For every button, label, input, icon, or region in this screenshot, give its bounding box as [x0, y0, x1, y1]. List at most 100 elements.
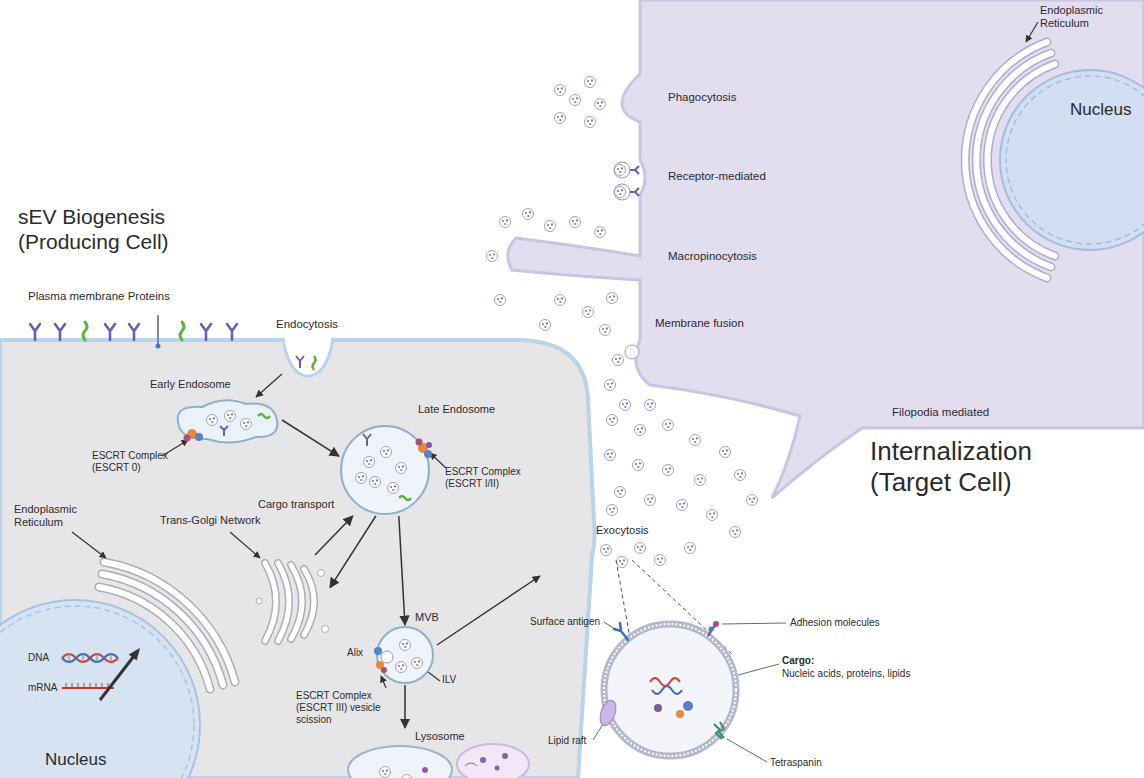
organelle-label: Nucleus [1070, 100, 1131, 120]
pointer-lines-part [1026, 22, 1038, 42]
vesicle-detail-shape-part [650, 678, 680, 686]
organelle-shape-part [322, 626, 329, 633]
organelle-shape-part [348, 746, 452, 778]
vesicle-cloud-part [585, 77, 596, 88]
organelle-shape-part [396, 463, 407, 474]
edge-label: Cargo transport [258, 498, 334, 511]
organelle: Early Endosome [172, 392, 282, 448]
organelle-shape-part [402, 775, 413, 778]
organelle-shape [375, 625, 435, 685]
callout-label: Exocytosis [596, 524, 649, 537]
vesicle-detail-shape-part [708, 625, 715, 636]
receptor-vesicles-part [615, 165, 626, 176]
callout-label: Alix [347, 647, 363, 659]
organelle-shape-part [380, 767, 391, 778]
nucleus-shape-part [62, 687, 114, 689]
vesicle-cloud-part [607, 505, 618, 516]
vesicle-cloud-part [645, 400, 656, 411]
vesicle-detail-shape-part [654, 704, 662, 712]
organelle-shape-part [465, 763, 477, 766]
vesicle-cloud-part [635, 543, 646, 554]
organelle-shape-part [256, 598, 262, 604]
vesicle-cloud [487, 77, 758, 568]
cargo-label: Nucleic acids, proteins, lipids [782, 668, 910, 680]
leader-lines [593, 622, 786, 762]
organelle-shape-part [207, 415, 218, 426]
vesicle-detail-shape-part [604, 624, 736, 756]
vesicle-cloud-part [633, 460, 644, 471]
vesicle-cloud-part [555, 85, 566, 96]
organelle-shape-part [356, 473, 367, 484]
callout-label: Receptor-mediated [668, 170, 766, 184]
organelle-shape-part [341, 426, 429, 514]
fusing-vesicle [625, 345, 639, 359]
organelle-shape-part [399, 496, 411, 500]
callout-label: Membrane fusion [655, 317, 744, 331]
vesicle-cloud-part [695, 475, 706, 486]
vesicle-cloud-part [635, 425, 646, 436]
organelle-shape-part [195, 433, 203, 441]
callout-label: Macropinocytosis [668, 250, 757, 264]
vesicle-cloud-part [540, 320, 551, 331]
cell-title: Internalization (Target Cell) [870, 436, 1110, 498]
vesicle-detail-shape-part [714, 722, 724, 739]
vesicle-cloud-part [615, 487, 626, 498]
pointer-lines-part [430, 453, 446, 468]
membrane-proteins-part [30, 324, 237, 340]
vesicle-cloud-part [555, 113, 566, 124]
receptor-vesicles-part [630, 166, 639, 196]
membrane-proteins-part [156, 344, 161, 349]
vesicle-detail-shape-part [713, 621, 719, 627]
organelle-shape-part [388, 483, 399, 494]
vesicle-cloud-part [585, 117, 596, 128]
vesicle-cloud-part [720, 447, 731, 458]
connector-arrow [330, 516, 376, 588]
nucleus-shape-part [1006, 76, 1144, 244]
endocytosis-pit-part [296, 356, 304, 368]
vesicle-cloud-part [747, 495, 758, 506]
cell-region: Internalization (Target Cell) Nucleus [500, 0, 1144, 520]
callout-label: Endocytosis [276, 318, 338, 332]
callout-label: ESCRT Complex (ESCRT 0) [92, 450, 174, 474]
organelle: Lysosome [345, 728, 530, 778]
connector-arrow [404, 685, 406, 728]
vesicle-cloud-part [707, 510, 718, 521]
organelle-shape-part [416, 439, 423, 446]
nucleus-shape-part [1000, 70, 1144, 250]
organelle-label: Early Endosome [150, 378, 231, 391]
vesicle-cloud-part [607, 293, 618, 304]
vesicle-cloud-part [690, 435, 701, 446]
nucleus: Nucleus [995, 70, 1144, 250]
vesicle-detail-shape-part [676, 710, 684, 718]
vesicle-detail-shape-part [709, 627, 714, 632]
organelle-shape-part [258, 414, 270, 418]
vesicle-cloud-part [735, 470, 746, 481]
organelle-shape-part [220, 426, 228, 436]
callout-label: Endoplasmic Reticulum [14, 503, 88, 529]
organelle-label: Late Endosome [418, 403, 495, 416]
vesicle-detail-shape-part [652, 686, 682, 694]
callout-label: ESCRT Complex (ESCRT I/II) [445, 466, 535, 490]
organelle-shape-part [178, 400, 278, 442]
receptor-vesicles-part [614, 184, 630, 200]
vesicle-cloud-part [601, 545, 612, 556]
organelle-shape [172, 392, 282, 448]
organelle-shape-part [265, 563, 314, 641]
nucleus-shape-part [129, 648, 140, 661]
organelle-shape-part [364, 457, 375, 468]
callout-label: Adhesion molecules [790, 617, 880, 629]
organelle-shape-part [426, 442, 432, 448]
pointer-lines [72, 22, 1038, 688]
organelle-shape-part [457, 744, 529, 778]
organelle-shape-part [502, 753, 508, 759]
callout-label: Endoplasmic Reticulum [1040, 4, 1120, 30]
vesicle-cloud-part [495, 295, 506, 306]
receptor-vesicles [614, 162, 639, 200]
endoplasmic-reticulum [99, 42, 1055, 689]
connector-arrow [399, 516, 405, 625]
membrane-proteins [30, 316, 237, 349]
organelle-shape-part [225, 411, 236, 422]
cargo-label: Cargo: [782, 655, 814, 667]
cell-title: sEV Biogenesis (Producing Cell) [18, 204, 218, 254]
vesicle-cloud-part [595, 227, 606, 238]
